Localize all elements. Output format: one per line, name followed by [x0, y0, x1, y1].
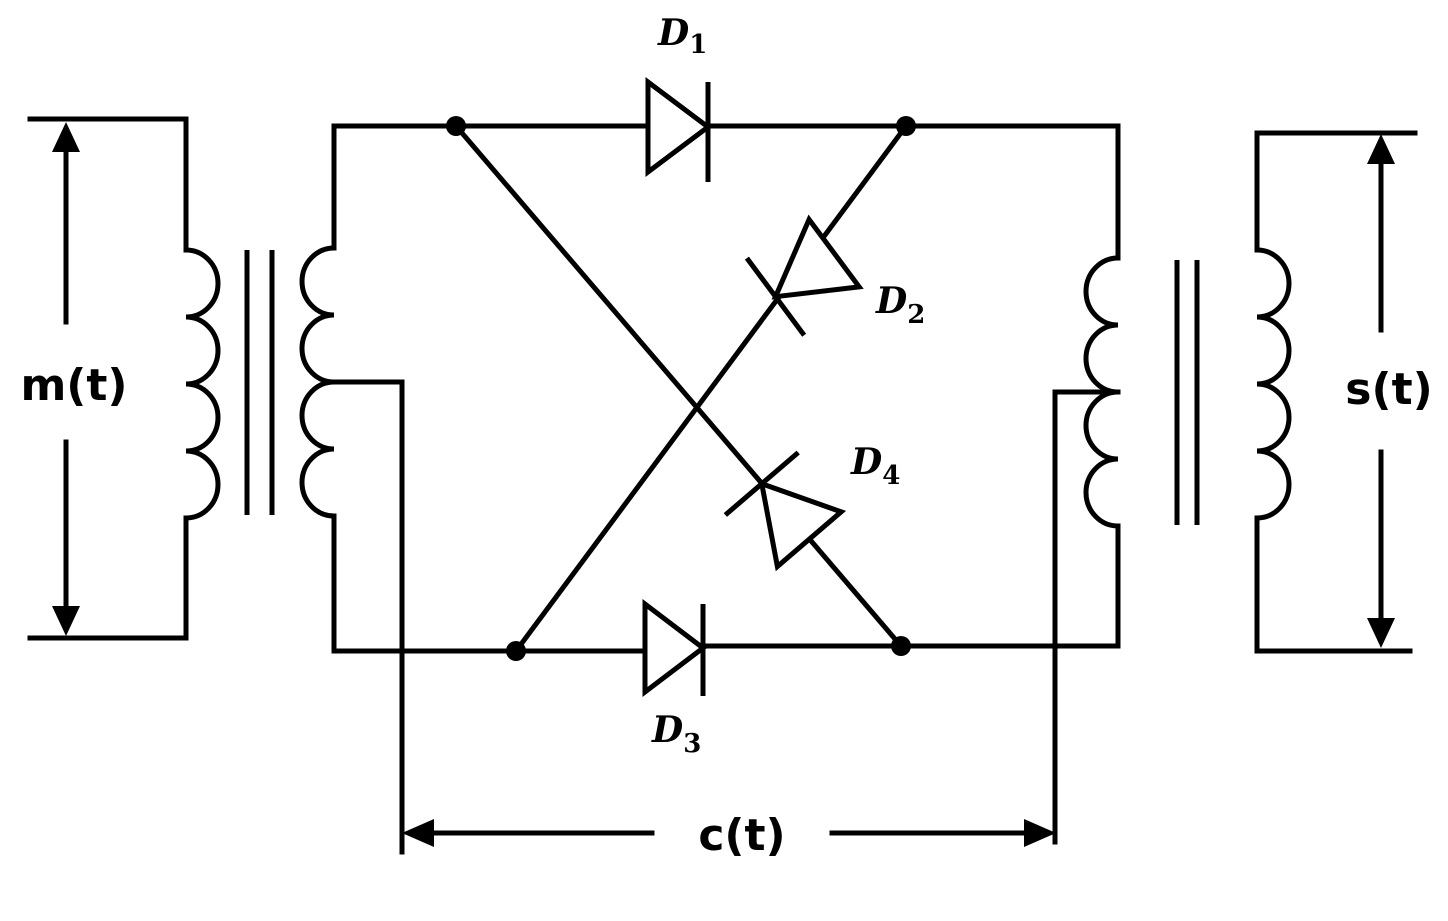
carrier-signal-arrow [402, 819, 1056, 847]
carrier-signal-label: c(t) [698, 810, 785, 861]
output-transformer [898, 123, 1418, 654]
output-primary-bottom-wire [898, 523, 1121, 649]
diode-d3-label-index: 3 [683, 729, 701, 759]
carrier-arrowhead-right [1024, 819, 1056, 847]
carrier-arrowhead-left [402, 819, 434, 847]
diode-d2-label-index: 2 [907, 300, 925, 330]
output-secondary-coil [1256, 247, 1292, 521]
output-signal-label: s(t) [1345, 364, 1432, 415]
output-secondary-top-wire [1254, 130, 1418, 253]
output-secondary-bottom-wire [1254, 515, 1413, 654]
diode-d2-label-letter: D [875, 280, 907, 322]
diode-d1-label: D1 [657, 12, 707, 60]
diode-d1-label-index: 1 [689, 30, 707, 60]
junction-node-bottom-left [506, 641, 526, 661]
junction-node-top-right [896, 116, 916, 136]
diode-d3-label: D3 [651, 709, 701, 759]
input-arrowhead-up [52, 122, 80, 152]
diode-d4 [723, 450, 847, 572]
diode-ring [446, 116, 916, 661]
output-arrowhead-down [1367, 618, 1395, 648]
diode-d3-label-letter: D [651, 709, 683, 751]
diode-d4-label-letter: D [850, 441, 882, 483]
input-signal-label: m(t) [20, 360, 127, 411]
diode-d2-cathode-bar [744, 256, 807, 337]
diagonal-wire-d4 [452, 122, 905, 650]
input-secondary-top-wire [331, 123, 459, 251]
input-primary-bottom-wire [27, 515, 189, 641]
diode-d4-label-index: 4 [882, 461, 900, 491]
diode-d2-triangle [771, 214, 864, 300]
carrier-leads [331, 379, 1121, 855]
diode-d4-cathode-bar [723, 450, 800, 517]
diode-d1-label-letter: D [657, 12, 689, 54]
diode-d2-label: D2 [875, 280, 925, 330]
input-secondary-coil [299, 245, 335, 519]
diode-d1-triangle [645, 77, 713, 177]
input-primary-coil [185, 247, 221, 521]
diode-d4-triangle [758, 479, 847, 572]
carrier-lead-right [1052, 389, 1121, 845]
input-arrowhead-down [52, 606, 80, 636]
output-signal-arrow [1367, 134, 1395, 648]
input-primary-top-wire [27, 116, 189, 253]
diode-d3 [642, 598, 708, 698]
output-primary-top-wire [903, 123, 1121, 261]
diagonal-wire-d2 [512, 122, 910, 655]
diode-d1 [645, 77, 713, 182]
input-signal-arrow [52, 122, 80, 636]
diode-d2 [744, 214, 864, 337]
diode-d4-label: D4 [850, 441, 900, 491]
input-secondary-bottom-wire [331, 513, 519, 654]
junction-node-bottom-right [891, 636, 911, 656]
carrier-lead-left [331, 379, 405, 855]
output-arrowhead-up [1367, 134, 1395, 164]
junction-node-top-left [446, 116, 466, 136]
diode-d3-triangle [642, 598, 708, 698]
